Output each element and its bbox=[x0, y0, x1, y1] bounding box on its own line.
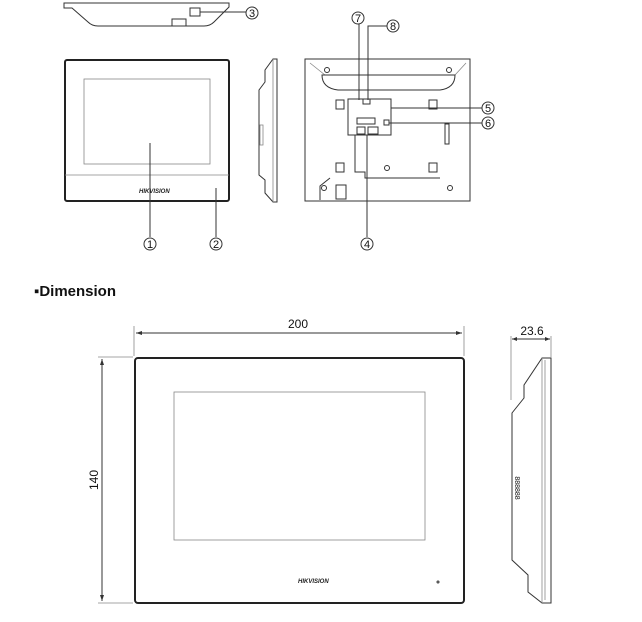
callout-8: 8 bbox=[390, 21, 396, 33]
callout-4: 4 bbox=[364, 239, 370, 251]
callout-7: 7 bbox=[355, 13, 361, 25]
dimension-side-view: 888888 23.6 bbox=[510, 324, 552, 604]
dimension-heading: ▪Dimension bbox=[34, 283, 116, 300]
side-view bbox=[258, 58, 278, 203]
brand-logo: HIKVISION bbox=[139, 189, 170, 195]
depth-dimension: 23.6 bbox=[520, 324, 544, 338]
callout-6: 6 bbox=[485, 118, 491, 130]
top-view: 3 bbox=[63, 2, 259, 27]
callout-2: 2 bbox=[213, 239, 219, 251]
back-view: 7 8 5 6 4 bbox=[304, 11, 495, 251]
callout-5: 5 bbox=[485, 103, 491, 115]
dimension-brand-logo: HIKVISION bbox=[298, 579, 329, 585]
height-dimension: 140 bbox=[87, 470, 101, 490]
dimension-front-view: HIKVISION 200 140 bbox=[87, 317, 465, 604]
width-dimension: 200 bbox=[288, 317, 308, 331]
callout-3: 3 bbox=[249, 8, 255, 20]
front-view: HIKVISION 1 2 bbox=[64, 59, 230, 251]
svg-text:888888: 888888 bbox=[513, 476, 520, 499]
callout-1: 1 bbox=[147, 239, 153, 251]
